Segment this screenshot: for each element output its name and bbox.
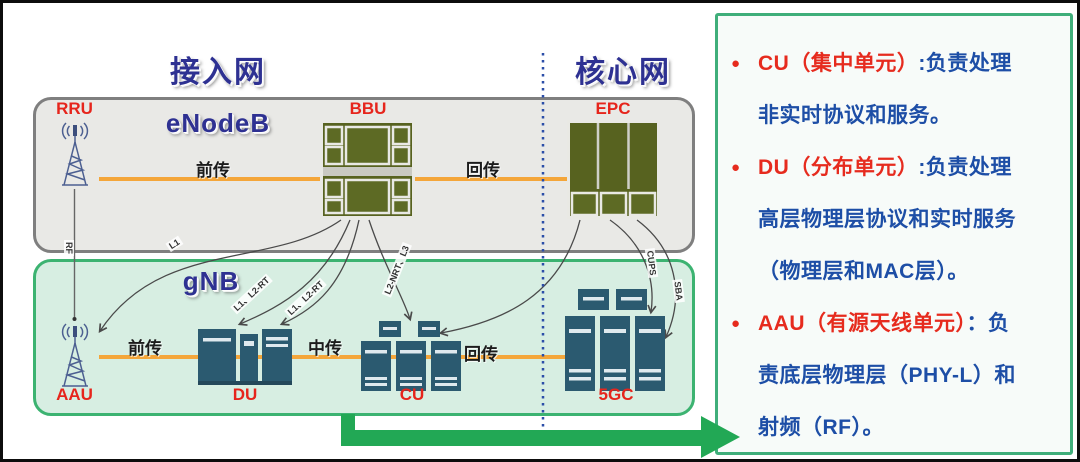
panel-line: ● AAU（有源天线单元）：负 bbox=[718, 298, 1070, 350]
cu-desc-start: :负责处理 bbox=[918, 52, 1012, 75]
rf-line-label: RF bbox=[64, 240, 74, 256]
enodeb-zone-label: eNodeB bbox=[165, 108, 271, 138]
cu-desc-cont: 非实时协议和服务。 bbox=[758, 104, 952, 127]
panel-line: （物理层和MAC层）。 bbox=[718, 246, 1070, 298]
panel-line: ● CU（集中单元）:负责处理 bbox=[718, 38, 1070, 90]
bbu-rack-icon bbox=[320, 120, 415, 219]
fronthaul-top-label: 前传 bbox=[196, 161, 230, 180]
aau-tower-icon bbox=[61, 323, 89, 387]
fronthaul-bottom-label: 前传 bbox=[128, 339, 162, 358]
aau-desc-cont-1: 责底层物理层（PHY-L）和 bbox=[758, 364, 1016, 387]
rru-tower-icon bbox=[61, 122, 89, 186]
du-desc-cont-1: 高层物理层协议和实时服务 bbox=[758, 208, 1016, 231]
midhaul-label: 中传 bbox=[308, 339, 342, 358]
epc-rack-icon bbox=[567, 120, 660, 219]
info-panel: ● CU（集中单元）:负责处理 非实时协议和服务。 ● DU（分布单元）:负责处… bbox=[715, 13, 1073, 455]
du-term: DU（分布单元） bbox=[758, 156, 919, 179]
rru-label: RRU bbox=[56, 99, 93, 118]
aau-desc-start: ：负 bbox=[966, 312, 1010, 335]
5gc-label: 5GC bbox=[598, 385, 634, 404]
panel-line: ● DU（分布单元）:负责处理 bbox=[718, 142, 1070, 194]
core-network-title: 核心网 bbox=[575, 56, 671, 89]
bbu-label: BBU bbox=[349, 99, 387, 118]
cu-label: CU bbox=[399, 385, 425, 404]
panel-line: 高层物理层协议和实时服务 bbox=[718, 194, 1070, 246]
aau-desc-cont-2: 射频（RF）。 bbox=[758, 416, 884, 439]
du-desc-start: :负责处理 bbox=[918, 156, 1012, 179]
du-rack-icon bbox=[198, 329, 292, 385]
green-arrow-icon bbox=[341, 414, 740, 458]
gnb-zone-label: gNB bbox=[182, 266, 240, 296]
panel-line: 责底层物理层（PHY-L）和 bbox=[718, 350, 1070, 402]
epc-label: EPC bbox=[595, 99, 631, 118]
bullet-icon: ● bbox=[731, 315, 741, 332]
bullet-icon: ● bbox=[731, 159, 741, 176]
cu-rack-icon bbox=[361, 321, 461, 391]
du-desc-cont-2: （物理层和MAC层）。 bbox=[758, 260, 969, 283]
bullet-icon: ● bbox=[731, 55, 741, 72]
aau-label: AAU bbox=[56, 385, 93, 404]
5gc-rack-icon bbox=[565, 289, 665, 391]
access-network-title: 接入网 bbox=[170, 56, 266, 89]
aau-term: AAU（有源天线单元） bbox=[758, 312, 967, 335]
backhaul-top-label: 回传 bbox=[466, 161, 500, 180]
panel-line: 射频（RF）。 bbox=[718, 402, 1070, 454]
cu-term: CU（集中单元） bbox=[758, 52, 919, 75]
du-label: DU bbox=[232, 385, 258, 404]
backhaul-bottom-label: 回传 bbox=[464, 345, 498, 364]
panel-line: 非实时协议和服务。 bbox=[718, 90, 1070, 142]
